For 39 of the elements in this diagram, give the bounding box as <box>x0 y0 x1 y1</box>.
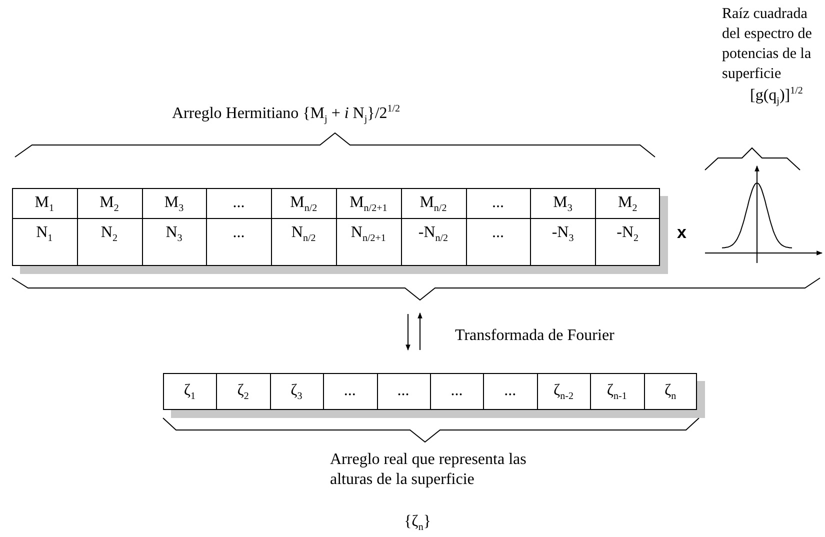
table-cell-text: ζ$_{n}$ <box>663 381 678 404</box>
table-cell: N$_{2}$ <box>76 218 143 266</box>
table-cell: -N$_{n/2}$ <box>400 218 467 266</box>
label-text: Transformada de Fourier <box>455 326 616 346</box>
table-cell: ζ$_{n-1}$ <box>590 373 645 410</box>
table-cell: N$_{n/2}$ <box>271 218 337 266</box>
table-cell: M$_{1}$ <box>12 188 78 219</box>
table-cell: M$_{3}$ <box>530 188 596 219</box>
table-cell: M$_{n/2+1}$ <box>336 188 402 219</box>
table-cell: ... <box>430 373 484 410</box>
table-cell: N$_{3}$ <box>142 218 208 266</box>
table-cell-text: -N$_{2}$ <box>616 223 640 246</box>
table-cell: M$_{n/2}$ <box>400 188 467 219</box>
table-cell: ζ$_{1}$ <box>163 373 218 410</box>
table-cell: M$_{3}$ <box>142 188 208 219</box>
table-cell: ... <box>376 373 431 410</box>
label-text: x <box>677 222 688 244</box>
table-cell: M$_{n/2}$ <box>271 188 337 219</box>
arrow <box>406 314 410 351</box>
caption-text: {ζ$_{n}$} <box>404 512 432 532</box>
table-cell: M$_{2}$ <box>595 188 660 219</box>
table-cell: ... <box>206 188 272 219</box>
table-cell: ... <box>466 188 532 219</box>
table-cell: ζ$_{2}$ <box>216 373 271 410</box>
label-text: Raíz cuadrada del espectro de potencias de la superficie <box>722 5 813 84</box>
arrow <box>418 312 422 350</box>
table-cell: N$_{n/2+1}$ <box>336 218 402 266</box>
table-cell: ζ$_{3}$ <box>270 373 324 410</box>
label-text: [g(q$_{j}$)]$^{1/2}$ <box>750 86 804 106</box>
caption-text: Arreglo Hermitiano {M$_{j}$ + i N$_{j}$}/2$^{1/2}$ <box>172 104 402 124</box>
table-cell: M$_{2}$ <box>76 188 143 219</box>
table-cell: ... <box>466 218 532 266</box>
table-cell: ... <box>483 373 538 410</box>
table-cell: ζ$_{n-2}$ <box>536 373 592 410</box>
table-cell: N$_{1}$ <box>12 218 78 266</box>
table-cell: ... <box>323 373 378 410</box>
caption-text: Arreglo real que representa las alturas de la superficie <box>330 450 528 490</box>
table-cell: -N$_{3}$ <box>530 218 596 266</box>
table-cell: ... <box>206 218 272 266</box>
